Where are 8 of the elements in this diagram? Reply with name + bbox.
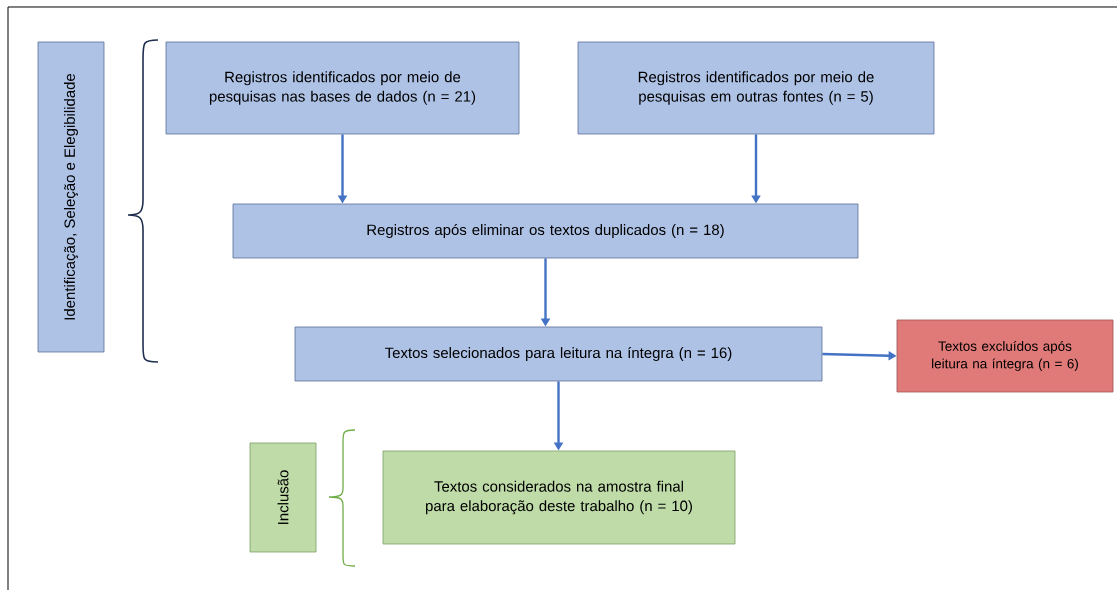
section-label: Inclusão bbox=[249, 442, 317, 553]
process-box: Registros após eliminar os textos duplicados (n = 18) bbox=[232, 203, 859, 259]
process-box: Registros identificados por meio de pesquisas nas bases de dados (n = 21) bbox=[165, 41, 520, 135]
process-box: Textos selecionados para leitura na íntegra (n = 16) bbox=[294, 326, 823, 382]
inclusion-box: Textos considerados na amostra final para elaboração deste trabalho (n = 10) bbox=[382, 450, 736, 545]
section-label: Identificação, Seleção e Elegibilidade bbox=[37, 41, 105, 353]
excluded-box: Textos excluídos após leitura na íntegra (n = 6) bbox=[896, 319, 1114, 393]
process-box: Registros identificados por meio de pesquisas em outras fontes (n = 5) bbox=[577, 41, 935, 135]
